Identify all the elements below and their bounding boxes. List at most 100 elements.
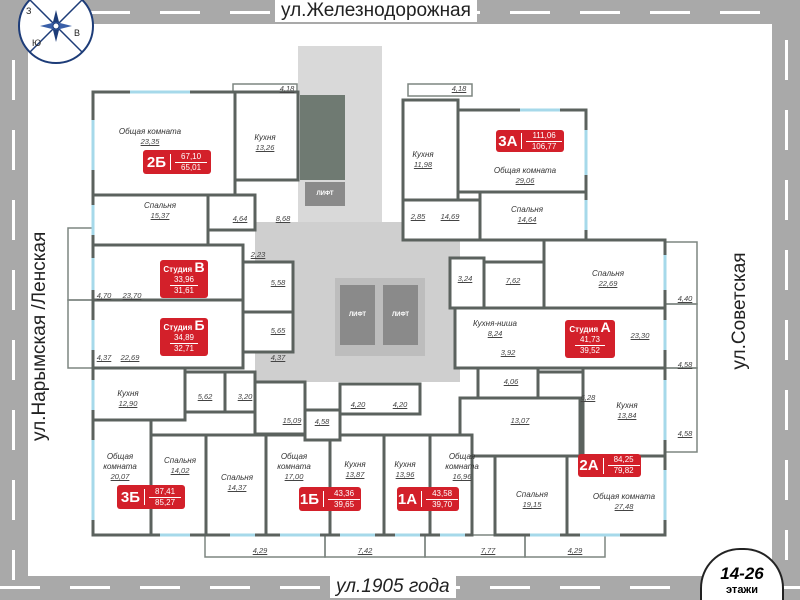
studio-label: Студия — [163, 265, 193, 274]
windows — [91, 90, 667, 537]
area-label: 5,65 — [270, 326, 286, 335]
living-area: 79,82 — [613, 466, 634, 475]
area-label: 2,85 — [410, 212, 426, 221]
area-label: 4,29 — [252, 546, 268, 555]
area-label: 23,30 — [630, 331, 650, 340]
rooms — [91, 90, 667, 537]
living-area: 32,71 — [173, 344, 195, 353]
apartment-code: 2Б — [146, 153, 167, 171]
compass-icon: З В Ю — [18, 0, 94, 64]
total-area: 84,25 — [607, 455, 640, 466]
total-area: 43,36 — [328, 489, 361, 500]
area-label: 4,70 — [96, 291, 112, 300]
area-label: 13,07 — [510, 416, 530, 425]
area-label: 5,58 — [270, 278, 286, 287]
total-area: 43,58 — [426, 489, 459, 500]
lift: ЛИФТ — [305, 182, 345, 206]
street-top: ул.Железнодорожная — [275, 0, 477, 22]
area-label: 8,68 — [275, 214, 291, 223]
street-bottom: ул.1905 года — [330, 576, 456, 598]
compass-west: З — [26, 6, 32, 16]
area-label: 7,42 — [357, 546, 373, 555]
living-area: 39,52 — [579, 346, 601, 355]
area-label: 14,69 — [440, 212, 460, 221]
area-label: 7,62 — [505, 276, 521, 285]
studio-label: Студия — [569, 325, 599, 334]
area-label: 7,77 — [480, 546, 496, 555]
total-area: 34,89 — [170, 333, 198, 344]
area-label: 4,58 — [677, 429, 693, 438]
area-label: 4,37 — [96, 353, 112, 362]
apartment-code: А — [600, 319, 611, 335]
total-area: 87,41 — [149, 487, 182, 498]
lift: ЛИФТ — [383, 285, 418, 345]
area-label: 2,23 — [250, 250, 266, 259]
area-label: 22,69 — [120, 353, 140, 362]
apartment-code: 1Б — [299, 490, 320, 508]
total-area: 111,06 — [526, 131, 562, 142]
apartment-code: 1А — [397, 490, 418, 508]
area-label: 4,29 — [567, 546, 583, 555]
area-label: 4,20 — [350, 400, 366, 409]
apartment-code: 2А — [579, 457, 599, 474]
living-area: 65,01 — [181, 162, 202, 172]
studio-label: Студия — [163, 323, 193, 332]
apartment-code: 3А — [498, 132, 518, 150]
area-label: 4,18 — [451, 84, 467, 93]
compass-south: Ю — [32, 38, 42, 48]
area-label: 5,62 — [197, 392, 213, 401]
area-label: 4,58 — [677, 360, 693, 369]
area-label: 4,18 — [279, 84, 295, 93]
area-label: 4,20 — [392, 400, 408, 409]
floors-badge: 14-26 этажи — [700, 548, 784, 600]
floors-label: этажи — [726, 584, 758, 596]
compass-east: В — [74, 28, 81, 38]
living-area: 85,27 — [155, 497, 176, 507]
apartment-code: В — [194, 259, 205, 275]
road-marking — [12, 60, 15, 580]
area-label: 23,70 — [122, 291, 142, 300]
total-area: 67,10 — [175, 152, 208, 163]
living-area: 39,70 — [432, 499, 453, 509]
area-label: 3,24 — [457, 274, 473, 283]
lift: ЛИФТ — [340, 285, 375, 345]
area-label: 4,64 — [232, 214, 248, 223]
road-marking — [785, 40, 788, 560]
area-label: 15,09 — [282, 416, 302, 425]
total-area: 33,96 — [170, 275, 198, 286]
floors-range: 14-26 — [720, 564, 764, 583]
compass-rose-icon — [29, 0, 83, 53]
living-area: 31,61 — [173, 286, 195, 295]
area-label: 4,58 — [314, 417, 330, 426]
area-label: 4,37 — [270, 353, 286, 362]
living-area: 106,77 — [531, 141, 557, 151]
